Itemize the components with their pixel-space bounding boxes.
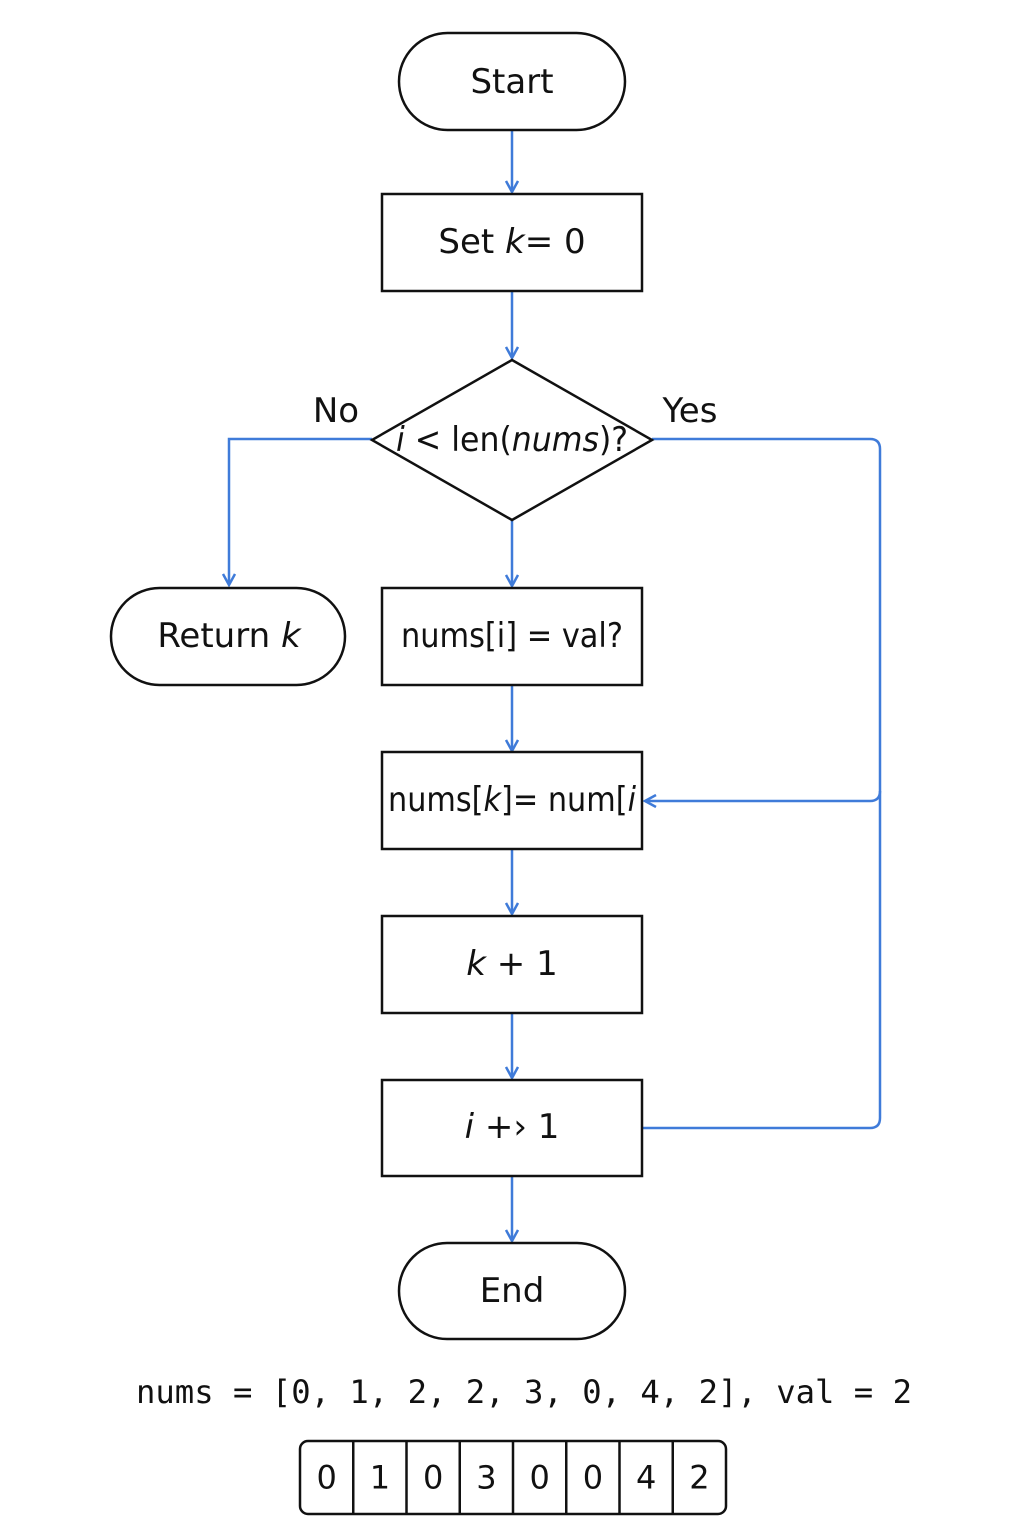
array-cell-6: 4: [636, 1459, 656, 1497]
check-label: nums[i] = val?: [401, 616, 623, 656]
end-node: End: [397, 1241, 627, 1341]
decision-label: i < len(nums)?: [396, 420, 628, 460]
set-k-node: Set k= 0: [380, 192, 644, 293]
assign-label: nums[k]= num[i: [388, 780, 636, 820]
decision-node: i < len(nums)?: [369, 358, 655, 522]
end-label: End: [480, 1271, 545, 1311]
increment-i-label: i +› 1: [465, 1107, 560, 1147]
array-cell-1: 1: [370, 1459, 390, 1497]
return-k-node: Return k: [109, 586, 347, 687]
array-cell-0: 0: [316, 1459, 336, 1497]
set-k-label: Set k= 0: [438, 222, 585, 262]
branch-label-yes: Yes: [662, 391, 718, 431]
example-caption: nums = [0, 1, 2, 2, 3, 0, 4, 2], val = 2: [136, 1373, 912, 1411]
return-k-label: Return k: [157, 616, 302, 656]
start-node: Start: [397, 31, 627, 132]
edges: [229, 131, 882, 1241]
edge-yes-to-assign: [645, 790, 882, 801]
edge-decision-no-to-return: [229, 437, 372, 585]
increment-k-node: k + 1: [380, 914, 644, 1015]
array-cell-7: 2: [689, 1459, 709, 1497]
increment-i-node: i +› 1: [380, 1078, 644, 1178]
increment-k-label: k + 1: [466, 944, 557, 984]
array-cell-4: 0: [529, 1459, 549, 1497]
array-cell-5: 0: [583, 1459, 603, 1497]
array-cell-2: 0: [423, 1459, 443, 1497]
branch-label-no: No: [313, 391, 359, 431]
start-label: Start: [470, 62, 553, 102]
array-cell-3: 3: [476, 1459, 496, 1497]
edge-decision-yes-loop: [643, 437, 882, 1130]
assign-node: nums[k]= num[i: [380, 750, 644, 851]
check-node: nums[i] = val?: [380, 586, 644, 687]
